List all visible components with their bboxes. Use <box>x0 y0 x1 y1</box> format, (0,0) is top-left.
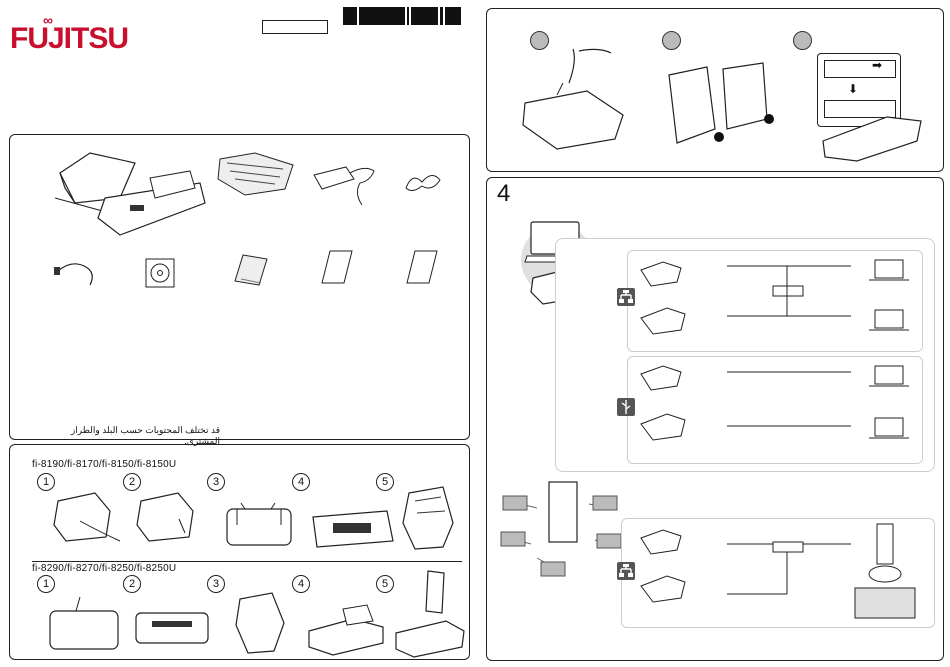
section-number: 4 <box>497 180 510 208</box>
chute-step1-illustration <box>517 43 632 153</box>
usb-cable-illustration <box>52 257 102 291</box>
step-1-a: 1 <box>37 473 55 491</box>
code-box <box>262 20 328 34</box>
connection-panel: 4 <box>486 177 944 661</box>
step-5-a: 5 <box>376 473 394 491</box>
document-sheet-2-illustration <box>405 249 439 285</box>
setup-disc-illustration <box>142 257 178 293</box>
model-group-2: fi-8290/fi-8270/fi-8250/fi-8250U <box>32 563 176 574</box>
step4b-illustration <box>303 603 389 657</box>
brand-logo: FUJITSU ∞ <box>10 22 128 56</box>
usb-diagram <box>637 362 917 458</box>
step-2-a: 2 <box>123 473 141 491</box>
step-4-b: 4 <box>292 575 310 593</box>
step4a-illustration <box>307 503 397 553</box>
step-3-b: 3 <box>207 575 225 593</box>
models-divider <box>32 561 462 562</box>
logo-infinity-mark: ∞ <box>43 12 52 28</box>
ac-adapter-illustration <box>310 161 380 211</box>
arrow-right-icon: ➡ <box>872 58 882 72</box>
manual-booklet-illustration <box>233 253 269 289</box>
grey-step-3 <box>793 31 812 50</box>
arrow-down-icon: ⬇ <box>848 82 858 96</box>
step1a-illustration <box>50 491 125 551</box>
remove-protective-material-panel: fi-8190/fi-8170/fi-8150/fi-8150U 1 2 3 4… <box>9 444 470 660</box>
chute-step2-illustration <box>659 57 779 153</box>
step3a-illustration <box>223 501 295 549</box>
step-4-a: 4 <box>292 473 310 491</box>
network-icon <box>617 288 635 306</box>
package-contents-panel: قد تختلف المحتويات حسب البلد والطراز الم… <box>9 134 470 440</box>
step-3-a: 3 <box>207 473 225 491</box>
step5b-illustration <box>390 567 466 659</box>
grey-step-2 <box>662 31 681 50</box>
logo-text: FUJITSU <box>10 22 128 55</box>
step1b-illustration <box>46 595 124 655</box>
step-2-b: 2 <box>123 575 141 593</box>
barcode <box>343 7 461 25</box>
document-feeder-illustration <box>215 149 295 197</box>
step3b-illustration <box>232 589 288 659</box>
power-cable-illustration <box>402 168 444 196</box>
step5a-illustration <box>395 483 460 555</box>
usb-icon <box>617 398 635 416</box>
step2a-illustration <box>133 491 203 549</box>
document-sheet-1-illustration <box>320 249 354 285</box>
network-diagram <box>637 252 917 348</box>
step-1-b: 1 <box>37 575 55 593</box>
network-icon-2 <box>617 562 635 580</box>
scanner-illustration <box>50 143 210 238</box>
step2b-illustration <box>132 607 212 647</box>
multi-scanner-network-illustration <box>497 478 627 588</box>
lock-slot-closed <box>824 60 896 78</box>
server-diagram <box>637 524 929 622</box>
chute-step3-scanner <box>817 97 927 165</box>
model-group-1: fi-8190/fi-8170/fi-8150/fi-8150U <box>32 459 176 470</box>
paper-chute-setup-panel: ➡ ⬇ <box>486 8 944 172</box>
